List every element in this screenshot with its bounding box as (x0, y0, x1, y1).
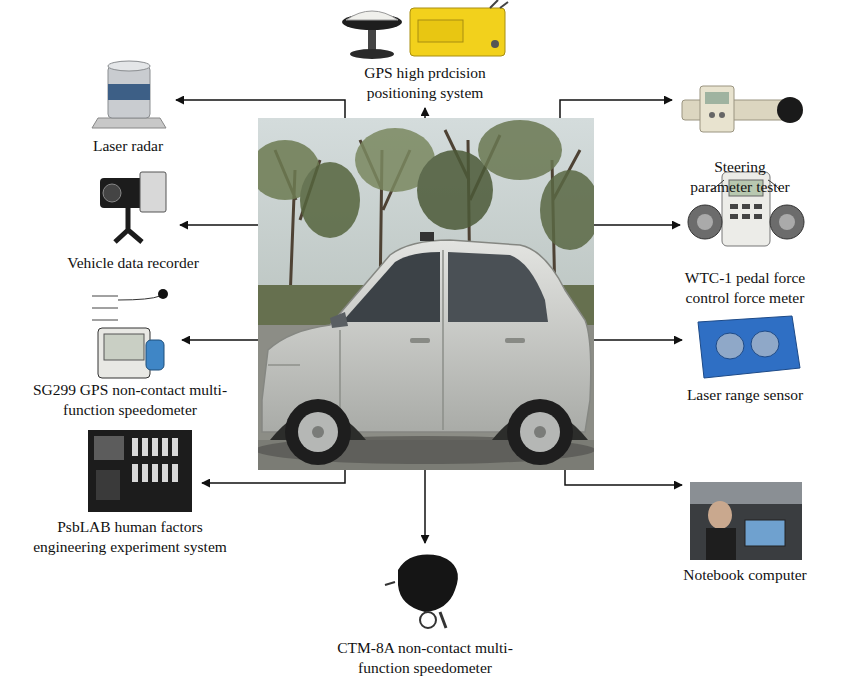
car-photo (258, 118, 594, 470)
equipment-item: Laser radar (58, 58, 198, 156)
equipment-caption: Laser range sensor (670, 385, 820, 405)
equipment-item: SG299 GPS non-contact multi-function spe… (24, 288, 236, 420)
picture-area (350, 2, 500, 63)
picture-area (670, 478, 820, 565)
arrow-lines (176, 100, 682, 543)
equipment-item: GPS high prdcision positioning system (350, 2, 500, 103)
picture-area (688, 80, 793, 157)
equipment-caption: Laser radar (58, 136, 198, 156)
picture-area (325, 548, 525, 638)
laser-range-sensor-icon (698, 316, 800, 378)
equipment-item: WTC-1 pedal force control force meter (670, 170, 820, 308)
data-recorder-icon (100, 172, 166, 242)
picture-area (24, 288, 236, 380)
equipment-caption: PsbLAB human factors engineering experim… (24, 517, 236, 557)
equipment-caption: Steering parameter tester (688, 157, 793, 197)
equipment-caption: Vehicle data recorder (43, 253, 223, 273)
equipment-caption: WTC-1 pedal force control force meter (670, 268, 820, 308)
picture-area (58, 58, 198, 136)
picture-area (43, 170, 223, 253)
notebook-icon (690, 482, 802, 560)
equipment-caption: CTM-8A non-contact multi-function speedo… (325, 638, 525, 678)
ctm8a-icon (385, 555, 458, 628)
equipment-item: Notebook computer (670, 478, 820, 585)
laser-radar-icon (92, 61, 166, 128)
equipment-item: Vehicle data recorder (43, 170, 223, 273)
equipment-caption: SG299 GPS non-contact multi-function spe… (24, 380, 236, 420)
picture-area (24, 425, 236, 517)
equipment-item: PsbLAB human factors engineering experim… (24, 425, 236, 557)
psblab-icon (88, 430, 192, 512)
equipment-caption: GPS high prdcision positioning system (350, 63, 500, 103)
sg299-icon (92, 289, 168, 378)
equipment-caption: Notebook computer (670, 565, 820, 585)
equipment-item: Steering parameter tester (688, 80, 793, 197)
steering-tester-icon (682, 86, 803, 132)
picture-area (670, 170, 820, 268)
gps-icon (342, 0, 508, 59)
equipment-item: Laser range sensor (670, 312, 820, 405)
picture-area (670, 312, 820, 385)
equipment-item: CTM-8A non-contact multi-function speedo… (325, 548, 525, 678)
